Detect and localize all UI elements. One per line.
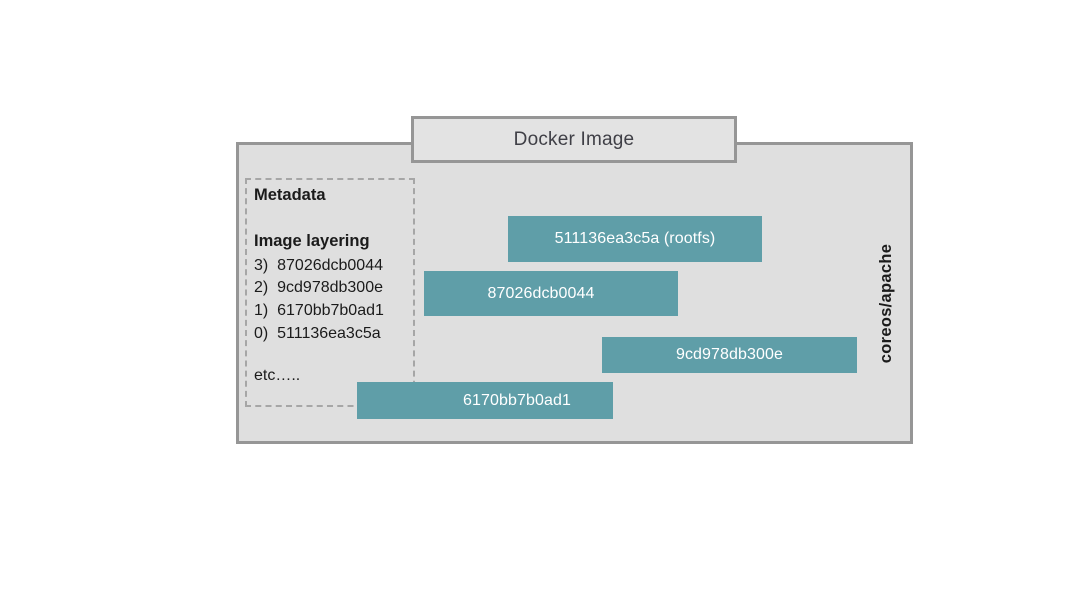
metadata-content: Metadata Image layering 3) 87026dcb0044 … — [254, 186, 419, 385]
image-layering-item-0: 0) 511136ea3c5a — [254, 324, 381, 342]
docker-image-header: Docker Image — [411, 116, 737, 163]
layer-bar-9cd978db300e: 9cd978db300e — [602, 337, 857, 373]
image-layering-title: Image layering — [254, 231, 370, 250]
repository-label: coreos/apache — [874, 231, 900, 375]
layer-bar-label-6170bb7b0ad1: 6170bb7b0ad1 — [463, 391, 571, 409]
layer-bar-87026dcb0044: 87026dcb0044 — [424, 271, 678, 316]
layer-bar-6170bb7b0ad1: 6170bb7b0ad1 — [357, 382, 613, 419]
metadata-etc-text: etc….. — [254, 367, 301, 385]
layer-bar-label-rootfs: 511136ea3c5a (rootfs) — [554, 230, 716, 247]
metadata-title: Metadata — [254, 186, 326, 204]
layer-bar-label-9cd978db300e: 9cd978db300e — [675, 346, 784, 363]
docker-image-title: Docker Image — [513, 128, 635, 150]
metadata-panel — [245, 178, 415, 407]
image-layering-item-1: 1) 6170bb7b0ad1 — [254, 302, 384, 320]
layer-bar-label-87026dcb0044: 87026dcb0044 — [487, 284, 595, 302]
image-layering-item-3: 3) 87026dcb0044 — [254, 256, 383, 274]
image-layering-list: 3) 87026dcb0044 2) 9cd978db300e 1) 6170b… — [254, 255, 419, 346]
layer-bar-rootfs: 511136ea3c5a (rootfs) — [508, 216, 762, 262]
repository-label-text: coreos/apache — [877, 243, 896, 363]
image-layering-item-2: 2) 9cd978db300e — [254, 279, 383, 297]
